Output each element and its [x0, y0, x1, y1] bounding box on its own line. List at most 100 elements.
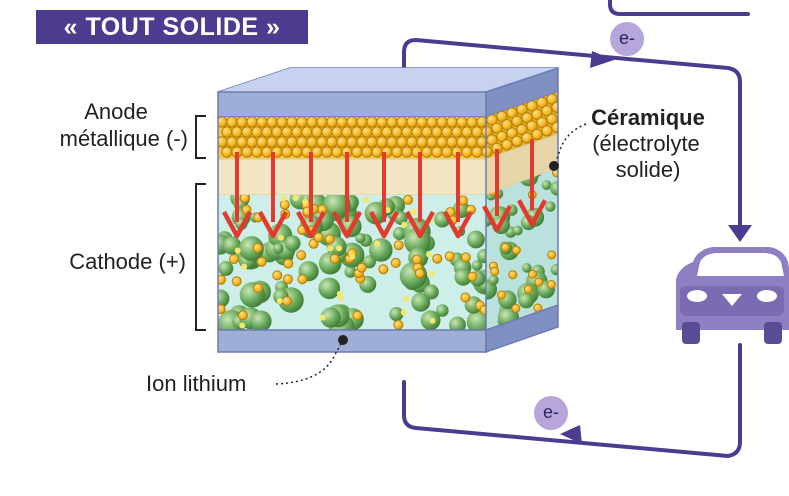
lithium-ion: [500, 242, 510, 252]
anode-particle: [441, 146, 453, 158]
cathode-sphere: [320, 307, 341, 328]
electrolyte-particle: [374, 240, 380, 247]
electrolyte-particle: [401, 221, 408, 228]
lithium-ion: [253, 283, 264, 293]
anode-particle: [516, 123, 528, 136]
anode-particle: [531, 128, 543, 141]
electrolyte-particle: [302, 198, 309, 205]
anode-particle: [306, 136, 318, 148]
anode-particle: [376, 116, 388, 128]
cathode-sphere: [355, 232, 366, 244]
anode-particle: [321, 146, 333, 158]
electrolyte-particle: [384, 207, 391, 214]
electrolyte-particle: [327, 245, 334, 252]
lithium-ion: [414, 268, 425, 279]
cathode-sphere: [471, 260, 483, 271]
anode-particle: [511, 115, 523, 127]
anode-particle: [491, 122, 503, 134]
anode-particle: [386, 136, 398, 148]
anode-particle: [326, 136, 338, 148]
anode-particle: [506, 127, 518, 139]
electrolyte-particle: [363, 197, 370, 204]
anode-particle: [336, 116, 348, 128]
cathode-sphere: [466, 309, 486, 330]
ceramic-label-title: Céramique: [591, 105, 705, 130]
anode-particle: [311, 126, 323, 138]
ion-arrow-head: [369, 210, 399, 239]
electrolyte-particle: [280, 195, 287, 202]
anode-particle: [421, 146, 433, 158]
anode-particle: [496, 130, 508, 143]
ion-arrow-head: [405, 210, 435, 239]
anode-particle: [541, 125, 553, 137]
lithium-ion: [403, 195, 414, 205]
ion-arrow-head: [332, 210, 362, 239]
anode-particle: [251, 146, 263, 158]
page-title: « TOUT SOLIDE »: [36, 10, 308, 44]
lithium-ion: [218, 304, 226, 315]
anode-particle: [486, 134, 498, 146]
lithium-ion: [324, 234, 335, 245]
anode-particle: [416, 136, 428, 148]
lithium-ion: [352, 310, 363, 321]
anode-particle: [446, 136, 458, 148]
anode-particle: [361, 126, 373, 138]
anode-particle: [546, 113, 558, 125]
anode-particle: [481, 146, 493, 158]
anode-particle: [296, 116, 308, 128]
anode-particle: [371, 126, 383, 138]
anode-particle: [276, 116, 288, 128]
cathode-sphere: [467, 230, 485, 249]
lithium-ion: [272, 270, 283, 281]
lithium-ion: [297, 274, 308, 285]
cathode-sphere: [218, 289, 230, 308]
down-arrow-icon: [517, 139, 547, 227]
circuit-top-wire: [402, 38, 742, 237]
anode-particle: [341, 126, 353, 138]
anode-particle: [501, 119, 513, 131]
electrolyte-particle: [277, 234, 284, 241]
anode-particle: [316, 136, 328, 148]
cathode-sphere: [454, 268, 472, 286]
ion-arrow-head: [222, 210, 252, 239]
cathode-bracket: [195, 183, 206, 331]
ion-arrow-head: [482, 205, 512, 233]
cathode-sphere: [436, 304, 449, 317]
anode-particle: [526, 120, 538, 132]
electrolyte-particle: [410, 208, 417, 215]
cathode-sphere: [411, 292, 431, 312]
anode-particle: [371, 146, 383, 158]
anode-particle: [366, 136, 378, 148]
battery-block: [217, 66, 559, 354]
anode-particle: [456, 116, 468, 128]
lithium-ion: [393, 319, 404, 330]
anode-particle: [306, 116, 318, 128]
anode-particle: [351, 126, 363, 138]
anode-particle: [396, 136, 408, 148]
down-arrow-icon: [369, 152, 399, 239]
lithium-ion: [239, 195, 250, 203]
anode-particle: [431, 146, 443, 158]
electrolyte-particle: [429, 317, 436, 324]
lithium-ion: [467, 271, 478, 282]
anode-particle: [271, 126, 283, 138]
electrolyte-particle: [239, 322, 246, 329]
lithium-ion: [378, 264, 389, 275]
lithium-ion: [296, 250, 307, 261]
cathode-sphere: [521, 263, 532, 273]
anode-particle: [446, 116, 458, 128]
anode-particle: [376, 136, 388, 148]
anode-particle: [321, 126, 333, 138]
lithium-ion: [256, 256, 267, 267]
cathode-sphere: [392, 227, 406, 240]
cathode-sphere: [369, 238, 393, 262]
lithium-ion: [231, 276, 242, 287]
anode-particle: [301, 126, 313, 138]
bottom-plate-side: [485, 303, 559, 354]
electrolyte-particle: [403, 296, 410, 303]
anode-particle: [246, 136, 258, 148]
lithium-ion: [229, 254, 239, 265]
cathode-sphere: [389, 307, 404, 322]
top-plate-front: [217, 91, 487, 118]
